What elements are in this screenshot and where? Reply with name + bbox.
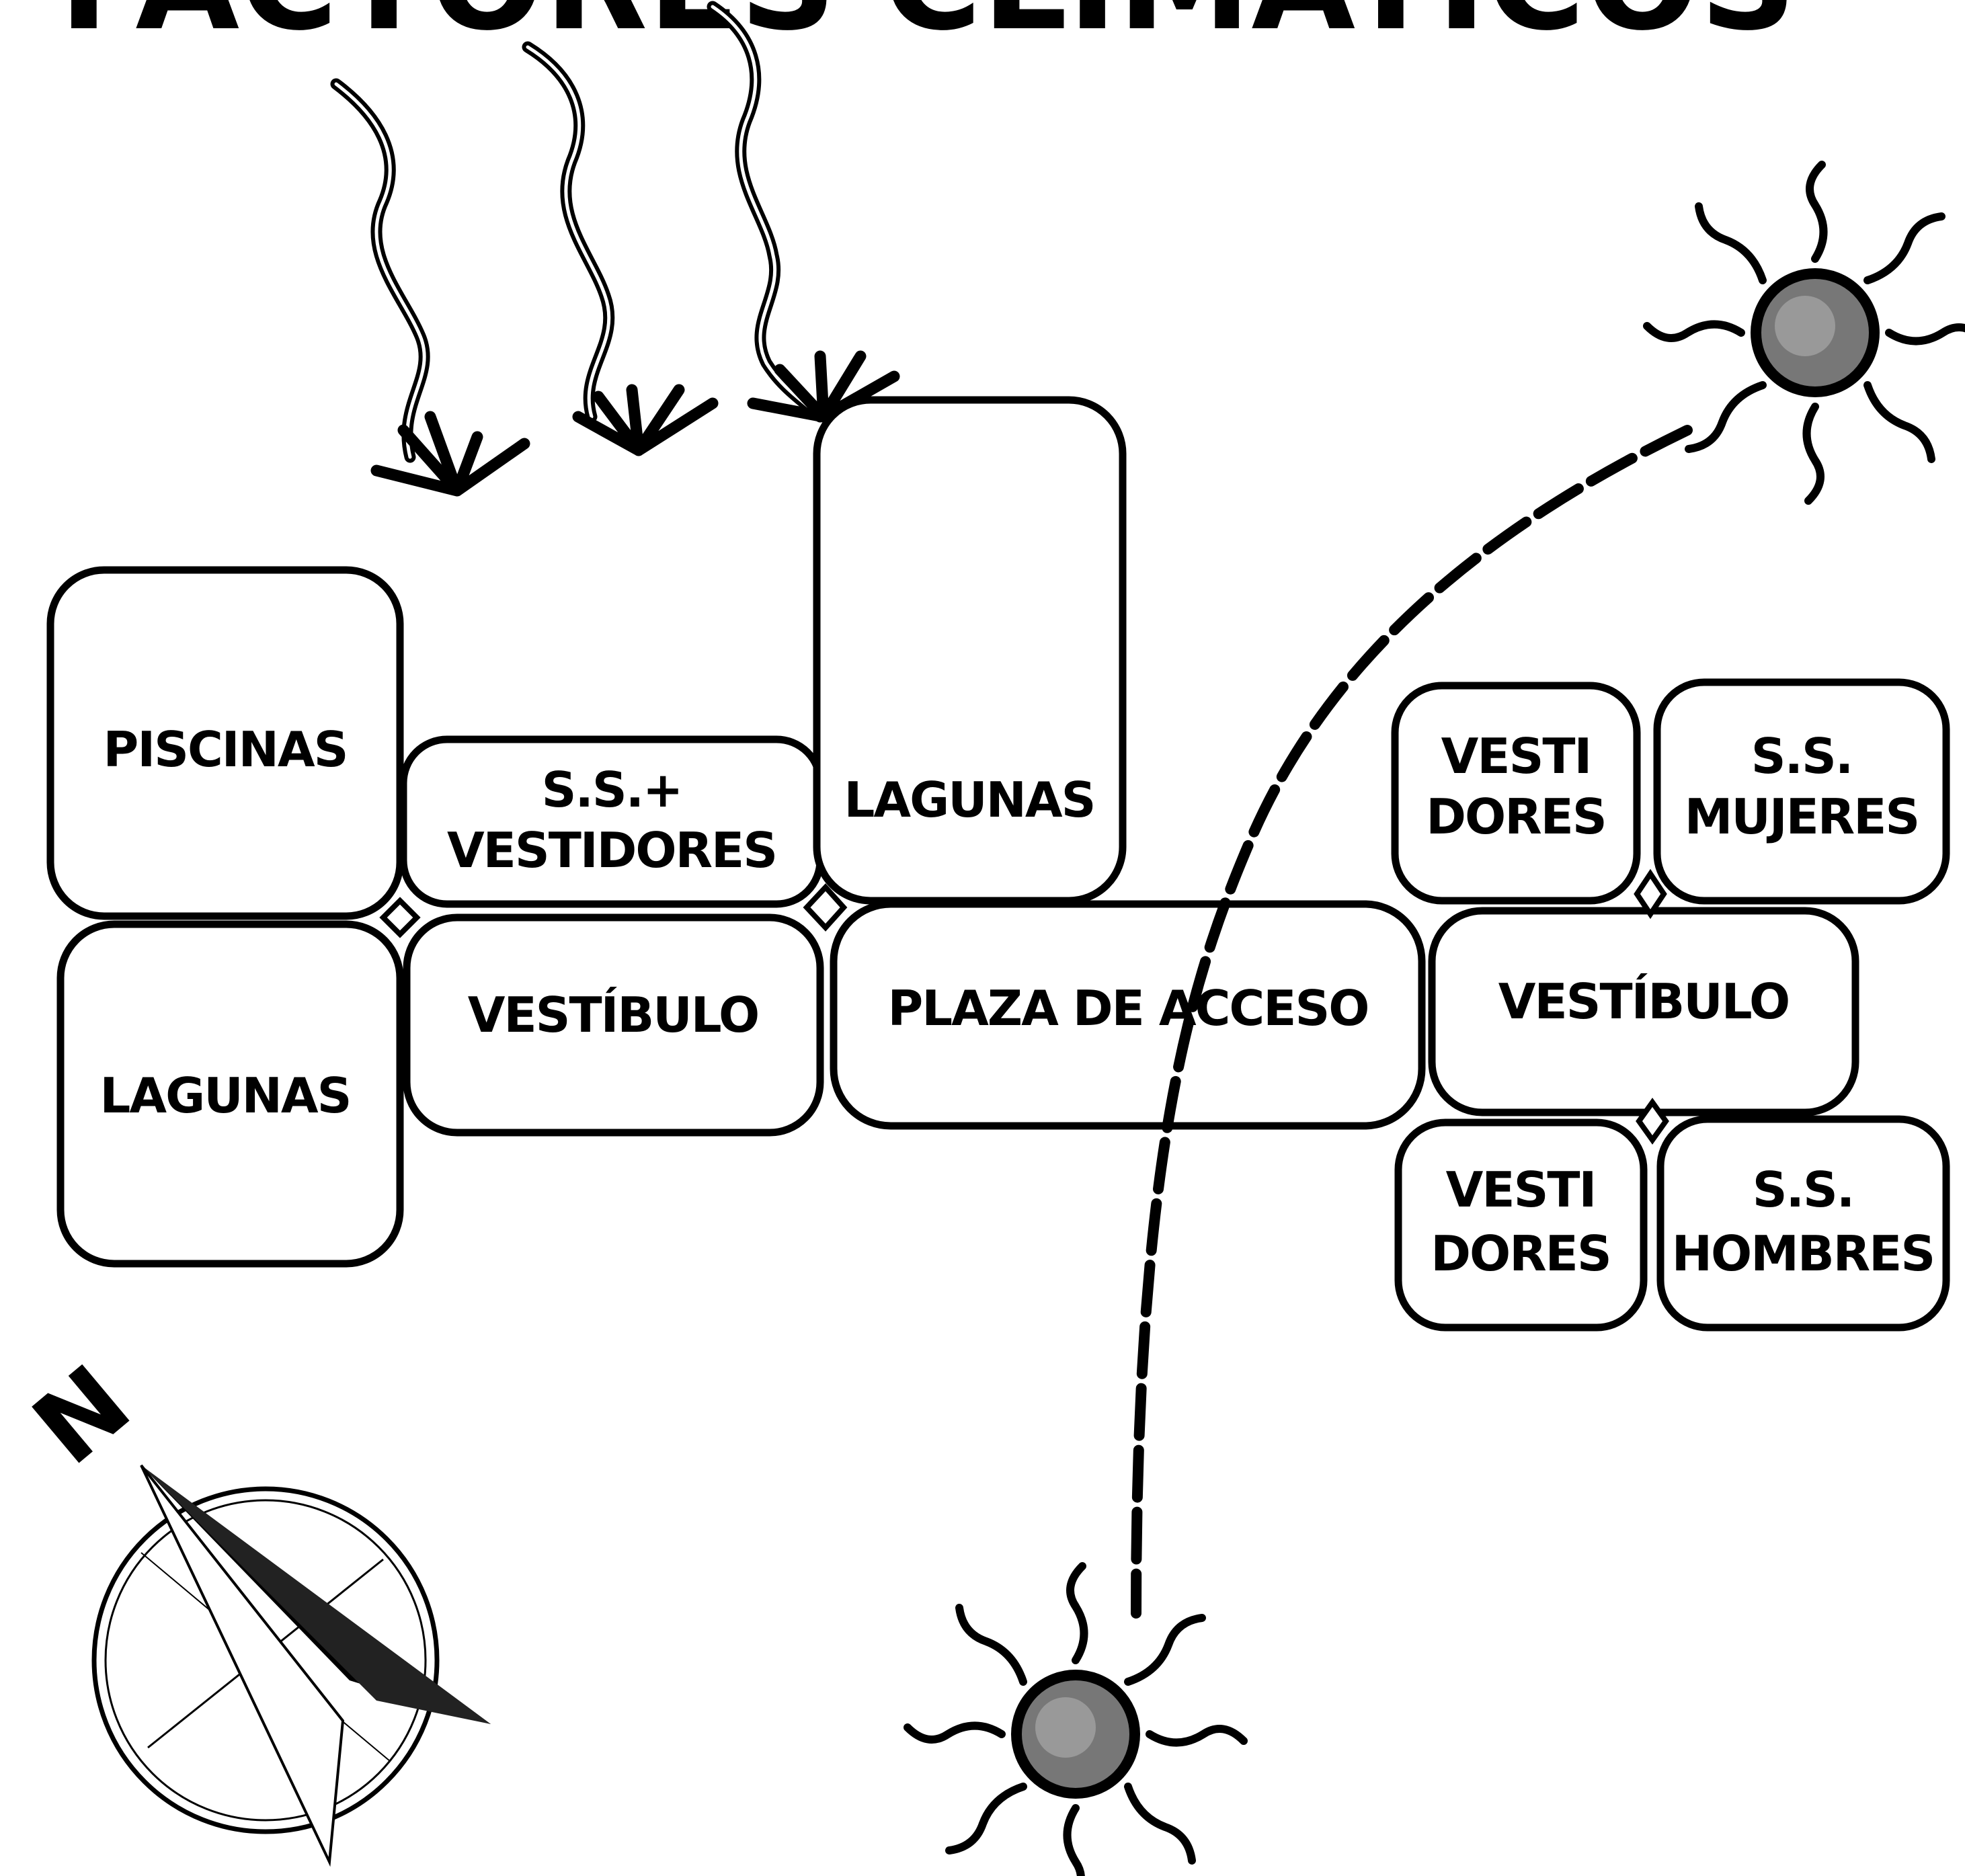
wind-arrow-icon	[707, 1, 900, 423]
room-label-line2: DORES	[1426, 788, 1605, 845]
room-label: PISCINAS	[104, 721, 348, 778]
room-vestibulo-right: VESTÍBULO	[1428, 907, 1859, 1116]
room-lagunas-top: LAGUNAS	[813, 396, 1127, 905]
room-vestidores-lower: VESTI DORES	[1394, 1118, 1648, 1332]
room-ss-mujeres: S.S. MUJERES	[1653, 678, 1950, 905]
room-plaza-acceso: PLAZA DE ACCESO	[830, 900, 1426, 1130]
room-label-line1: S.S.	[1753, 1161, 1853, 1218]
room-lagunas-left: LAGUNAS	[56, 920, 404, 1268]
room-vestidores-upper: VESTI DORES	[1391, 682, 1641, 905]
room-ss-hombres: S.S. HOMBRES	[1656, 1115, 1950, 1332]
room-label-line1: VESTI	[1441, 728, 1591, 784]
room-label: LAGUNAS	[844, 772, 1095, 828]
sun-path-line	[1131, 425, 1693, 1619]
sun-icon	[1643, 161, 1965, 505]
room-label-line1: S.S.	[1751, 728, 1852, 784]
room-label: VESTÍBULO	[1498, 973, 1790, 1030]
sun-icon	[904, 1562, 1248, 1876]
room-label-line2: DORES	[1431, 1225, 1610, 1282]
room-label: LAGUNAS	[100, 1067, 351, 1124]
compass-icon: N	[12, 1344, 491, 1867]
diagram-title: FACTORES CLIMATICOS	[59, 0, 1797, 60]
room-label: VESTÍBULO	[468, 987, 759, 1043]
room-vestibulo-left: VESTÍBULO	[403, 913, 824, 1137]
room-piscinas: PISCINAS	[46, 566, 404, 920]
room-label-line2: VESTIDORES	[447, 822, 776, 879]
room-ss-vestidores: S.S.+ VESTIDORES	[399, 735, 824, 908]
room-label-line1: VESTI	[1446, 1161, 1596, 1218]
room-label: PLAZA DE ACCESO	[887, 980, 1368, 1036]
room-connector	[379, 868, 1669, 1145]
wind-arrow-icon	[330, 78, 530, 497]
room-label-line2: MUJERES	[1685, 788, 1919, 845]
room-label-line2: HOMBRES	[1672, 1225, 1934, 1282]
wind-arrow-icon	[522, 41, 719, 456]
room-label-line1: S.S.+	[542, 762, 682, 818]
compass-north-label: N	[12, 1344, 152, 1487]
